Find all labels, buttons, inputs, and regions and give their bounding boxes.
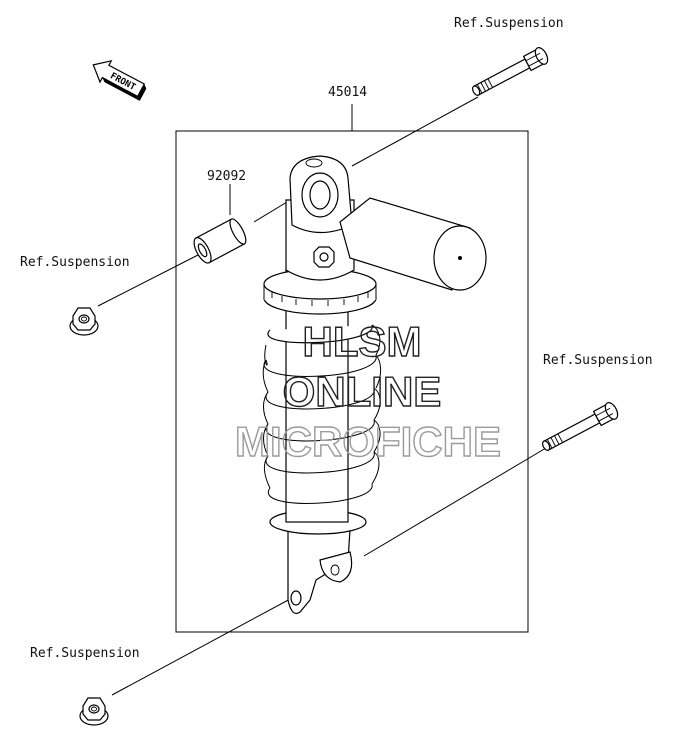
shock-absorber-icon (262, 155, 487, 615)
leader-right-bolt (363, 447, 547, 557)
label-top-bolt-ref: Ref.Suspension (454, 16, 564, 31)
assembly-bracket (175, 130, 529, 633)
label-assembly-part-number: 45014 (328, 85, 367, 100)
leader-top-bolt (351, 96, 479, 167)
label-upper-nut-ref: Ref.Suspension (20, 255, 130, 270)
front-arrow-icon: FRONT (92, 59, 147, 101)
leader-lower-nut (111, 597, 293, 696)
label-lower-nut-ref: Ref.Suspension (30, 646, 140, 661)
upper-nut-icon (69, 307, 99, 336)
watermark-line3: MICROFICHE (235, 418, 501, 465)
bushing-icon (193, 218, 247, 264)
right-bolt-icon (542, 402, 619, 451)
label-bushing-part-number: 92092 (207, 169, 246, 184)
lower-nut-icon (79, 697, 109, 726)
watermark-line1: HLSM (303, 318, 422, 365)
watermark-line2: ONLINE (283, 368, 442, 415)
leader-upper-nut (97, 254, 199, 307)
top-bolt-icon (472, 47, 549, 96)
label-right-bolt-ref: Ref.Suspension (543, 353, 653, 368)
